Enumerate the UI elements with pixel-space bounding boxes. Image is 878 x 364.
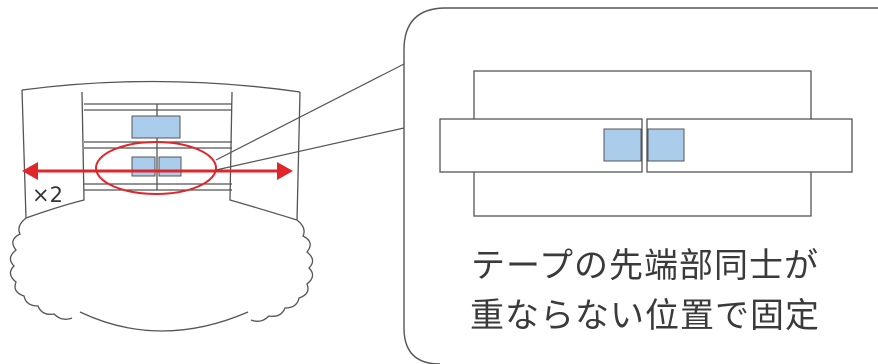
tape-lower-left [131, 156, 156, 177]
leg-ruffle-right [250, 219, 314, 322]
caption-line-1: テープの先端部同士が [471, 246, 819, 286]
callout-line-bottom [215, 127, 405, 171]
zoom-tape-left [603, 128, 642, 162]
tape-upper [131, 115, 181, 139]
diaper-left-panel [25, 91, 85, 219]
width-arrow [22, 162, 293, 180]
arrow-head-left [22, 162, 38, 180]
diaper-left-side [21, 89, 27, 219]
zoom-detail [439, 70, 853, 217]
diaper-waist-top [21, 80, 301, 93]
diaper-crotch-curve [79, 311, 249, 332]
arrow-head-right [277, 162, 293, 180]
highlight-ellipse [95, 141, 217, 195]
diaper-right-panel [229, 91, 298, 221]
multiplier-label: ×2 [32, 183, 63, 207]
zoom-tape-right [647, 128, 685, 162]
leg-ruffle-left [9, 217, 73, 320]
caption-line-2: 重ならない位置で固定 [470, 296, 820, 336]
diaper-right-side [296, 91, 301, 221]
zoom-panel-frame [403, 7, 878, 364]
callout-line-top [215, 63, 405, 161]
tape-lower-right [158, 156, 182, 177]
